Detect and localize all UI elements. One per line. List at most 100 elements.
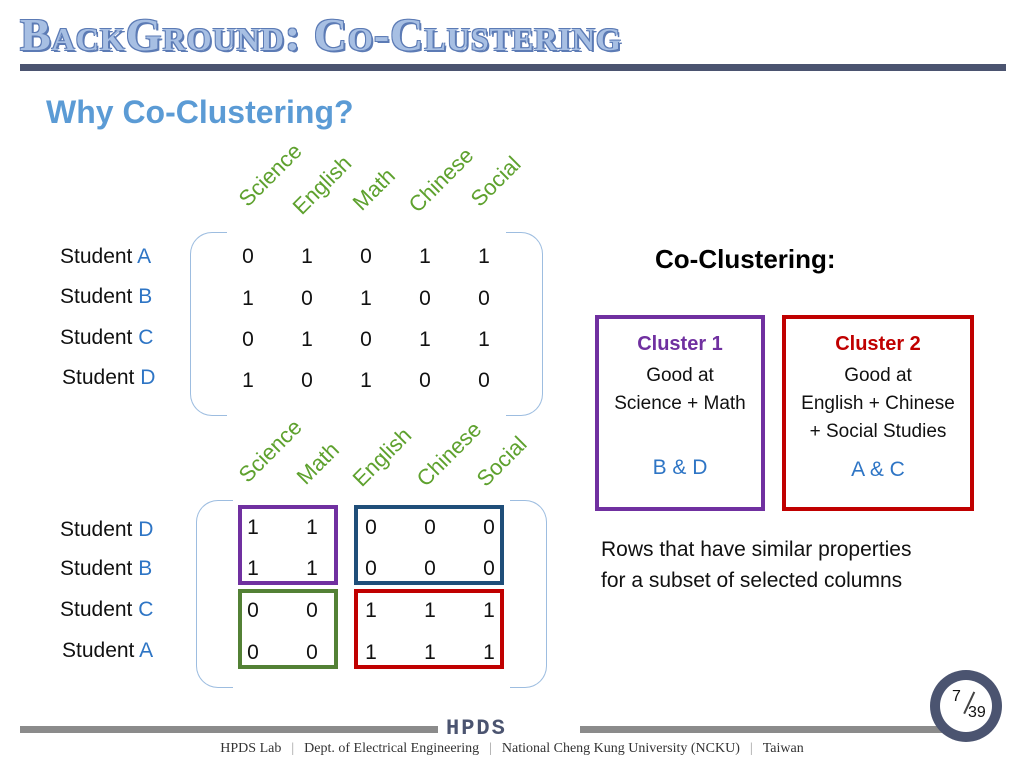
matrix-cell: 1	[483, 599, 495, 622]
hpds-logo: HPDS	[446, 716, 507, 741]
slide-title: BackGround: Co-Clustering	[20, 9, 622, 60]
top-row-label: Student A	[60, 245, 151, 269]
bottom-col-header-chinese: Chinese	[411, 416, 487, 492]
matrix-cell: 1	[306, 557, 318, 580]
top-row-label: Student D	[62, 366, 155, 390]
row-label-prefix: Student	[60, 245, 138, 268]
page-current: 7	[952, 688, 961, 705]
footer-item: HPDS Lab	[220, 741, 282, 756]
bicluster-box-purple	[238, 505, 338, 585]
cluster-2-box: Cluster 2 Good at English + Chinese + So…	[782, 315, 974, 511]
row-label-letter: D	[140, 366, 156, 389]
matrix-cell: 0	[360, 245, 372, 268]
matrix-cell: 1	[247, 557, 259, 580]
matrix-cell: 0	[301, 369, 313, 392]
footer-item: Dept. of Electrical Engineering	[304, 741, 480, 756]
matrix-cell: 1	[365, 641, 377, 664]
footer-divider-left	[20, 726, 438, 733]
matrix-cell: 1	[242, 287, 254, 310]
bottom-row-label: Student C	[60, 598, 153, 622]
matrix-cell: 1	[306, 516, 318, 539]
row-label-prefix: Student	[62, 366, 141, 389]
matrix-cell: 1	[478, 245, 490, 268]
matrix-cell: 1	[301, 245, 313, 268]
bottom-col-header-math: Math	[291, 437, 344, 490]
cluster-desc-line: Good at	[844, 365, 912, 386]
matrix-cell: 0	[365, 557, 377, 580]
cluster-desc-line: Good at	[646, 365, 714, 386]
note-line: Rows that have similar properties	[601, 538, 912, 561]
cluster-members: B & D	[652, 456, 708, 479]
matrix-cell: 0	[483, 516, 495, 539]
matrix-cell: 1	[483, 641, 495, 664]
row-label-prefix: Student	[60, 518, 139, 541]
matrix-cell: 0	[365, 516, 377, 539]
matrix-cell: 0	[424, 557, 436, 580]
matrix-cell: 0	[247, 641, 259, 664]
page-total: 39	[968, 704, 986, 721]
bottom-matrix-left-bracket	[196, 500, 233, 688]
note-line: for a subset of selected columns	[601, 569, 903, 592]
matrix-cell: 1	[242, 369, 254, 392]
cluster-1-box: Cluster 1 Good at Science + Math B & D	[595, 315, 765, 511]
bottom-row-label: Student D	[60, 518, 153, 542]
cluster-desc-line: Science + Math	[614, 393, 746, 414]
matrix-cell: 0	[478, 287, 490, 310]
row-label-prefix: Student	[60, 557, 139, 580]
matrix-cell: 0	[360, 328, 372, 351]
cluster-name: Cluster 1	[637, 333, 723, 355]
matrix-cell: 1	[478, 328, 490, 351]
footer-text: HPDS Lab|Dept. of Electrical Engineering…	[220, 741, 804, 756]
matrix-cell: 1	[419, 328, 431, 351]
row-label-prefix: Student	[60, 598, 139, 621]
row-label-letter: B	[138, 557, 153, 580]
matrix-cell: 0	[306, 599, 318, 622]
top-col-header-math: Math	[347, 163, 400, 216]
bicluster-box-blue	[354, 505, 504, 585]
matrix-cell: 0	[424, 516, 436, 539]
slide-subtitle: Why Co-Clustering?	[46, 94, 354, 130]
matrix-cell: 1	[247, 516, 259, 539]
matrix-cell: 0	[242, 328, 254, 351]
row-label-letter: D	[138, 518, 154, 541]
matrix-cell: 1	[360, 287, 372, 310]
matrix-cell: 0	[419, 369, 431, 392]
matrix-cell: 0	[483, 557, 495, 580]
footer-divider-right	[580, 726, 960, 733]
row-label-letter: C	[138, 598, 154, 621]
bicluster-box-green	[238, 589, 338, 669]
footer-item: Taiwan	[762, 741, 804, 756]
row-label-prefix: Student	[62, 639, 140, 662]
top-col-header-chinese: Chinese	[403, 142, 479, 218]
matrix-cell: 1	[360, 369, 372, 392]
matrix-cell: 0	[419, 287, 431, 310]
cluster-members: A & C	[851, 458, 905, 481]
cluster-description: Good at English + Chinese + Social Studi…	[786, 362, 970, 446]
bicluster-box-red	[354, 589, 504, 669]
matrix-cell: 1	[301, 328, 313, 351]
matrix-cell: 1	[424, 599, 436, 622]
row-label-letter: A	[139, 639, 154, 662]
top-row-label: Student B	[60, 285, 152, 309]
matrix-cell: 0	[247, 599, 259, 622]
matrix-cell: 0	[242, 245, 254, 268]
top-row-label: Student C	[60, 326, 153, 350]
row-label-prefix: Student	[60, 285, 139, 308]
matrix-cell: 0	[306, 641, 318, 664]
row-label-letter: A	[137, 245, 152, 268]
row-label-prefix: Student	[60, 326, 139, 349]
top-matrix-left-bracket	[190, 232, 227, 416]
cluster-desc-line: + Social Studies	[809, 421, 947, 442]
bottom-row-label: Student A	[62, 639, 153, 663]
cluster-name: Cluster 2	[835, 333, 921, 355]
bottom-col-header-english: English	[347, 422, 417, 492]
row-label-letter: C	[138, 326, 154, 349]
top-matrix-right-bracket	[506, 232, 543, 416]
matrix-cell: 1	[424, 641, 436, 664]
matrix-cell: 0	[478, 369, 490, 392]
footer-item: National Cheng Kung University (NCKU)	[501, 741, 740, 756]
matrix-cell: 0	[301, 287, 313, 310]
matrix-cell: 1	[419, 245, 431, 268]
matrix-cell: 1	[365, 599, 377, 622]
co-clustering-heading: Co-Clustering:	[655, 244, 836, 274]
